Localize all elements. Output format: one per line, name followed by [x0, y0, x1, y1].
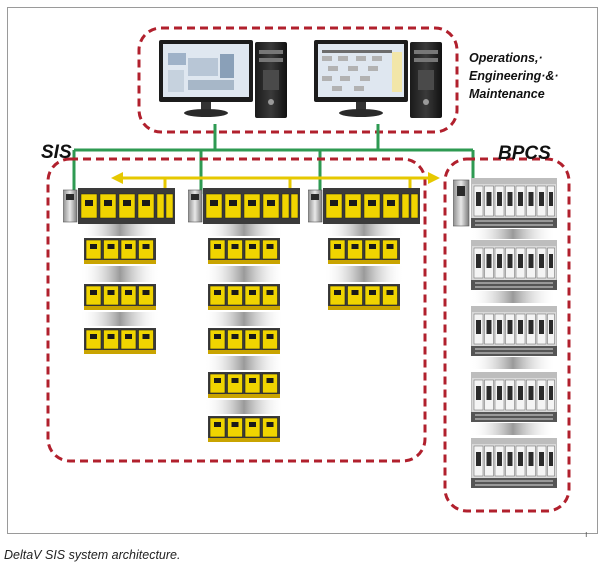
- operations-label-line: Engineering·&·: [469, 69, 559, 83]
- architecture-diagram: [46, 26, 571, 513]
- sis-io-column-3: [324, 224, 404, 310]
- figure-caption: DeltaV SIS system architecture.: [4, 548, 181, 562]
- corner-mark: ı: [585, 529, 588, 539]
- sis-logic-solver-icon: [63, 188, 420, 224]
- operations-label: Operations,· Engineering·&· Maintenance: [469, 49, 559, 103]
- operations-label-line: Operations,·: [469, 51, 543, 65]
- workstation-icon: [314, 40, 442, 118]
- sis-io-column-2: [204, 224, 284, 442]
- operations-label-line: Maintenance: [469, 87, 545, 101]
- bpcs-boundary: [443, 157, 571, 513]
- sis-io-column-1: [80, 224, 160, 354]
- control-network: [72, 124, 475, 194]
- workstation-icon: [159, 40, 287, 118]
- bpcs-label: BPCS: [498, 143, 551, 164]
- sis-label: SIS: [41, 142, 72, 163]
- operations-boundary: [137, 26, 459, 134]
- sis-boundary: [46, 157, 427, 463]
- diagram-frame: Operations,· Engineering·&· Maintenance …: [7, 7, 598, 539]
- bpcs-controller-icon: [453, 178, 557, 488]
